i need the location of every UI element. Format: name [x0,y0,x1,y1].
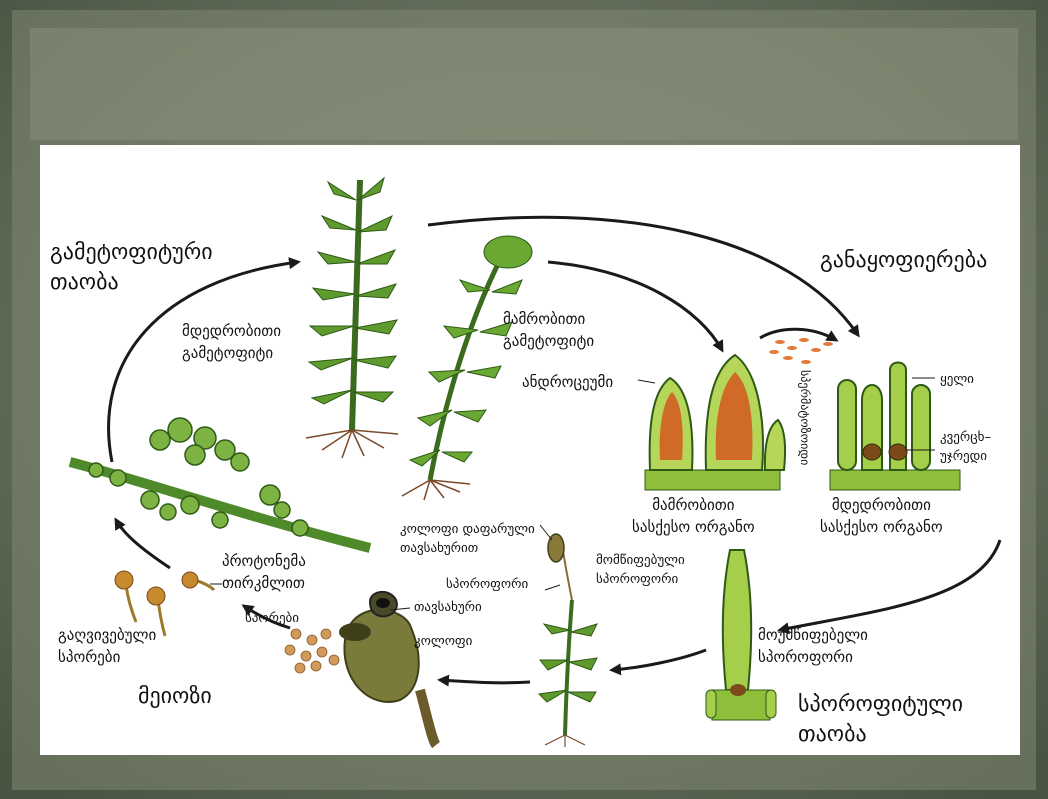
arrow-female-organ-to-sporophore [780,540,1000,630]
mature-sporophore-illustration [539,534,597,747]
label-female-sex-organ: მდედრობითი სასქესო ორგანო [820,494,943,538]
label-cap: თავსახური [414,598,482,617]
arrow-germinating-to-protonema [116,520,170,568]
label-gametophyte-phase: გამეტოფიტური თაობა [50,238,213,298]
label-male-sex-organ: მამრობითი სასქესო ორგანო [632,494,755,538]
label-germinating-spores: გაღვივებული სპორები [58,624,156,668]
label-mature-sporophyte: მომწიფებული სპოროფორი [596,551,685,589]
label-capsule: კოლოფი [414,632,472,651]
label-spermatozoids: სპერმატოზოიდი [798,370,812,520]
label-capsule-with-cap: კოლოფი დაფარული თავსახურით [400,520,535,558]
label-meiosis: მეიოზი [138,682,212,712]
arrow-sperm-to-archegonium [760,329,836,340]
label-spores: სპორები [245,609,299,628]
label-protonema: პროტონემა თირკმლით [222,550,306,594]
label-male-gametophyte: მამრობითი გამეტოფიტი [503,308,594,352]
label-female-gametophyte: მდედრობითი გამეტოფიტი [182,320,281,364]
label-egg-cell: კვერცხ– უჯრედი [940,428,991,466]
spores-illustration [285,629,339,673]
label-neck: ყელი [940,370,974,389]
protonema-illustration [70,418,370,548]
spermatozoids-illustration [769,338,833,364]
arrow-mature-to-capsule [440,680,530,683]
label-sporophyte-phase: სპოროფიტული თაობა [798,690,963,750]
label-fertilization: განაყოფიერება [820,246,987,276]
antheridium-illustration [645,355,785,490]
label-sporophore: სპოროფორი [446,575,528,594]
label-antheridium: ანდროცეუმი [522,371,613,393]
label-immature-sporophore: მოუმწიფებელი სპოროფორი [758,624,868,668]
male-gametophyte-illustration [402,236,532,500]
arrow-sporophore-to-mature [612,650,706,670]
female-gametophyte-illustration [306,178,398,458]
